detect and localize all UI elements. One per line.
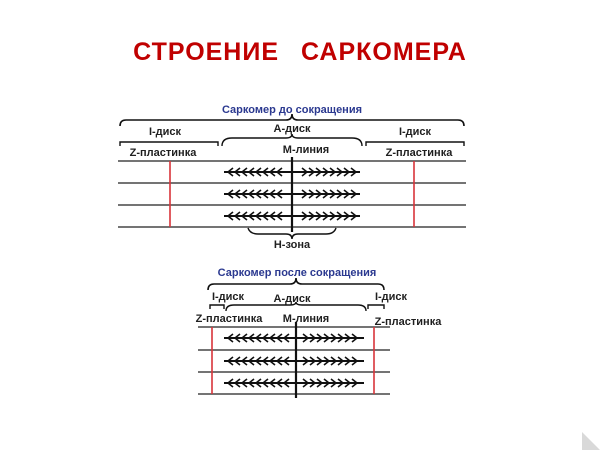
diagram2-m-line-label: М-линия	[283, 313, 329, 325]
diagram2-a-disc: А-диск	[274, 293, 311, 305]
diagram2-a-disc-brace	[225, 301, 367, 312]
diagram1-i-disc-left: I-диск	[149, 126, 182, 138]
diagram1-z-plate-right: Z-пластинка	[386, 147, 454, 159]
diagram1-i-disc-right: I-диск	[399, 126, 432, 138]
diagram2-i-disc-right-brace	[367, 304, 385, 309]
diagram2-actin-lines	[198, 326, 390, 395]
diagram1-h-zone-label: Н-зона	[274, 239, 311, 251]
diagram2-i-disc-left: I-диск	[212, 291, 245, 303]
diagram1-i-disc-right-brace	[365, 141, 465, 146]
diagram2-myosin-row-3	[224, 378, 364, 388]
diagram-after-contraction: Саркомер после сокращения I-диск А-диск …	[196, 267, 443, 398]
diagram1-a-disc: А-диск	[274, 123, 311, 135]
diagram2-heading: Саркомер после сокращения	[218, 267, 377, 279]
diagram-before-contraction: Саркомер до сокращения I-диск А-диск I-д…	[118, 104, 466, 251]
diagram2-z-plate-left: Z-пластинка	[196, 313, 264, 325]
diagram1-sarcomere-brace	[119, 113, 465, 127]
diagram1-i-disc-left-brace	[119, 141, 219, 146]
page-corner-fold	[582, 432, 600, 450]
diagram1-heading: Саркомер до сокращения	[222, 104, 362, 116]
diagram1-h-zone-brace	[247, 227, 337, 240]
diagram1-a-disc-brace	[221, 133, 363, 147]
diagram2-z-plate-right: Z-пластинка	[375, 316, 443, 328]
slide-title: СТРОЕНИЕ САРКОМЕРА	[133, 38, 467, 66]
diagram2-myosin-row-1	[224, 333, 364, 343]
diagram1-z-plate-left: Z-пластинка	[130, 147, 198, 159]
diagram1-m-line-label: М-линия	[283, 144, 329, 156]
diagram2-sarcomere-brace	[207, 277, 385, 291]
diagram2-myosin-row-2	[224, 356, 364, 366]
diagram2-myosin-filaments	[224, 333, 364, 388]
diagram2-i-disc-left-brace	[209, 304, 225, 309]
diagram2-i-disc-right: I-диск	[375, 291, 408, 303]
